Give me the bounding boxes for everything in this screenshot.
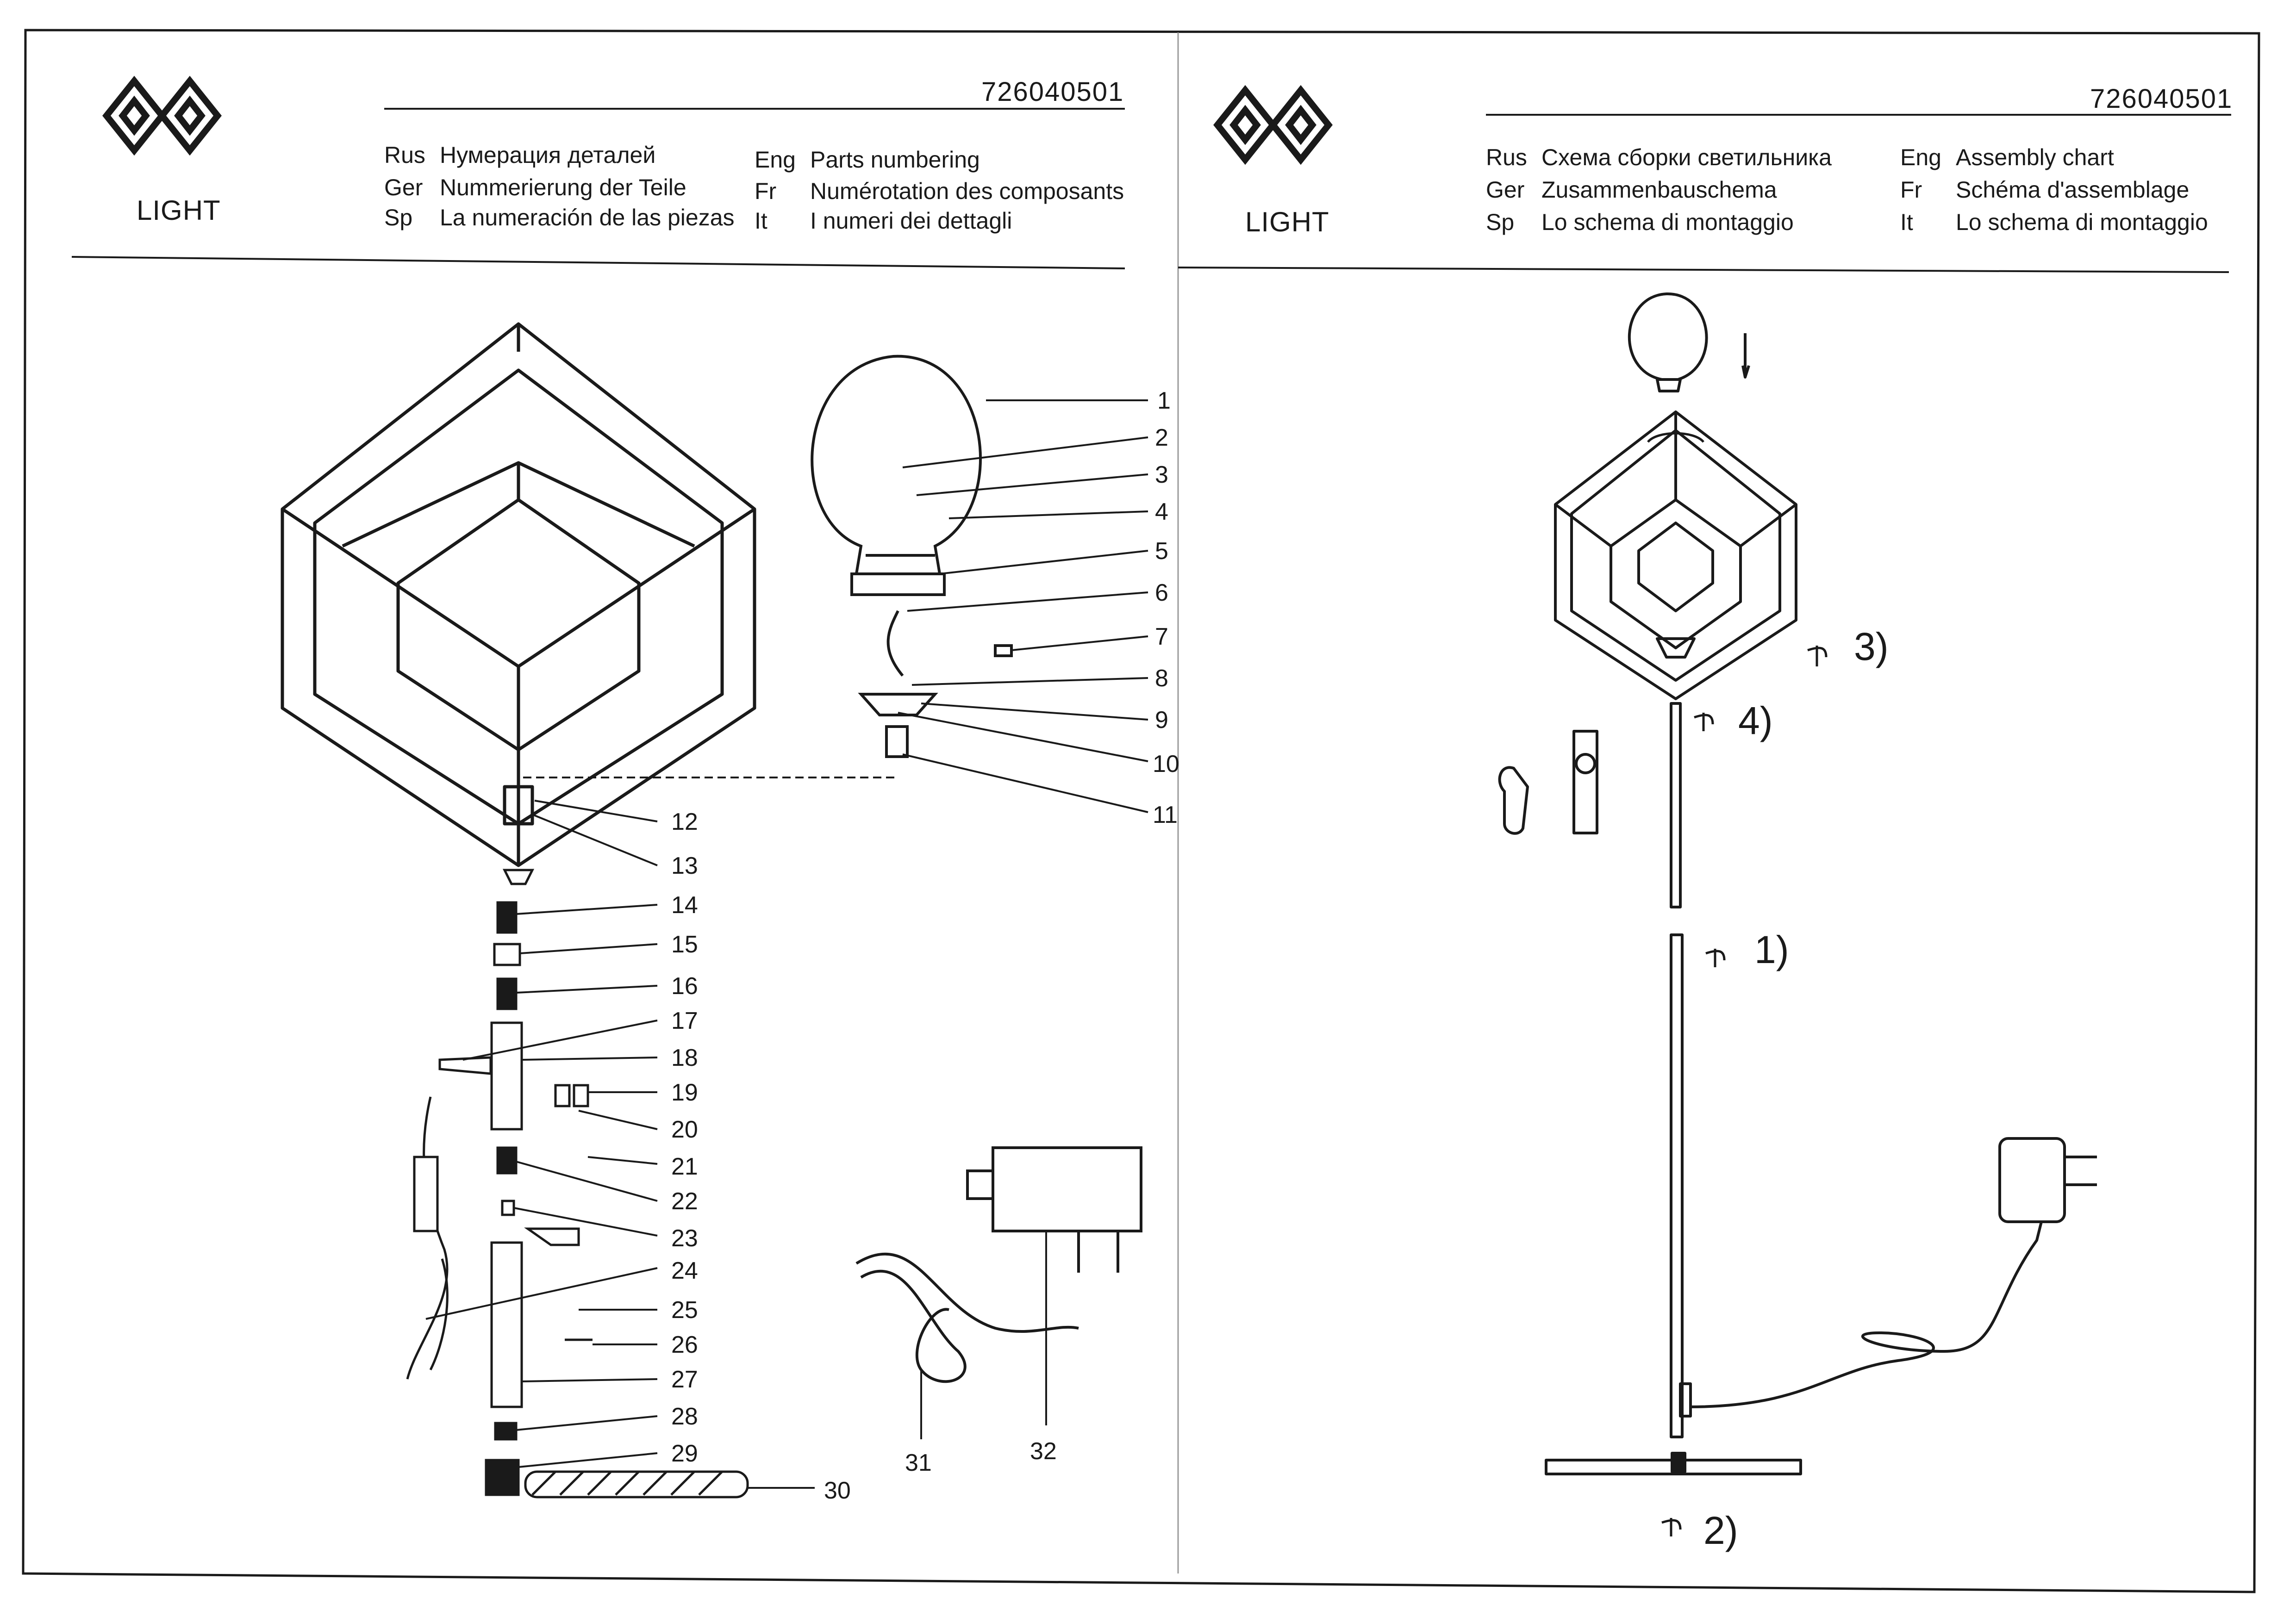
lang-code: Fr [1900,177,1922,203]
lang-text: Lo schema di montaggio [1541,209,1794,235]
callout-13: 13 [671,852,698,879]
lang-eng-right: Eng Assembly chart [1900,146,2114,169]
callout-27: 27 [671,1366,698,1393]
callout-24: 24 [671,1257,698,1284]
logo-text-right: LIGHT [1245,206,1329,237]
leader-lines [425,399,1148,1489]
lang-text: Нумерация деталей [440,142,656,168]
lang-code: Ger [1486,177,1525,203]
sheet-border [22,29,2260,1593]
callout-29: 29 [671,1440,698,1467]
callout-2: 2 [1155,424,1168,451]
lang-code: Eng [1900,144,1941,170]
callout-8: 8 [1155,665,1168,692]
callout-21: 21 [671,1153,698,1180]
lang-code: Sp [1486,209,1515,235]
callout-31: 31 [905,1449,932,1476]
callout-28: 28 [671,1403,698,1430]
lang-sp-left: Sp La numeración de las piezas [384,206,735,229]
lang-text: Parts numbering [810,147,980,173]
lang-it-left: It I numeri dei dettagli [755,209,1012,232]
lang-text: Numérotation des composants [810,178,1124,204]
step-4-label: 4) [1738,699,1773,742]
glass-shade-part [811,354,1013,758]
lang-code: Fr [755,178,777,204]
cord-and-switch [406,1096,449,1380]
lang-sp-right: Sp Lo schema di montaggio [1486,211,1794,234]
lang-rus-left: Rus Нумерация деталей [384,143,655,167]
lang-code: It [1900,209,1913,235]
exploded-stem-parts [438,869,749,1499]
lang-code: Rus [1486,144,1527,170]
logo-text-left: LIGHT [137,195,221,226]
lang-text: I numeri dei dettagli [810,208,1012,234]
lang-text: La numeración de las piezas [440,205,735,230]
step-3-label: 3) [1854,625,1889,668]
callout-22: 22 [671,1188,698,1215]
product-code-right: 726040501 [2090,84,2233,114]
lang-rus-right: Rus Схема сборки светильника [1486,146,1832,169]
lang-text: Assembly chart [1956,144,2114,170]
step-2-label: 2) [1703,1509,1738,1552]
rotation-arrows [1647,432,1828,1536]
lang-text: Схема сборки светильника [1541,144,1832,170]
lang-text: Nummerierung der Teile [440,174,686,200]
lang-ger-left: Ger Nummerierung der Teile [384,176,686,199]
lang-text: Lo schema di montaggio [1956,209,2208,235]
callout-26: 26 [671,1331,698,1358]
callout-12: 12 [671,808,698,835]
callout-20: 20 [671,1116,698,1143]
callout-18: 18 [671,1045,698,1071]
lang-code: It [755,208,767,234]
callout-15: 15 [671,931,698,958]
callout-5: 5 [1155,538,1168,565]
callout-32: 32 [1030,1438,1057,1465]
step-1-label: 1) [1754,928,1789,971]
power-adapter-part [855,1146,1142,1383]
mw-logo-right [1213,85,1333,165]
lang-ger-right: Ger Zusammenbauschema [1486,178,1777,201]
callout-25: 25 [671,1297,698,1324]
callout-6: 6 [1155,579,1168,606]
callout-14: 14 [671,892,698,919]
callout-10: 10 [1153,751,1179,777]
lang-code: Sp [384,205,413,230]
callout-17: 17 [671,1007,698,1034]
callout-30: 30 [824,1477,851,1504]
lang-it-right: It Lo schema di montaggio [1900,211,2208,234]
callout-9: 9 [1155,707,1168,734]
callout-1: 1 [1157,387,1171,414]
assembled-lamp [1498,292,2097,1475]
lang-text: Schéma d'assemblage [1956,177,2190,203]
product-code-left: 726040501 [981,77,1124,107]
callout-7: 7 [1155,623,1168,650]
callout-23: 23 [671,1225,698,1252]
header-rules [71,108,2231,273]
callout-3: 3 [1155,461,1168,488]
lang-fr-right: Fr Schéma d'assemblage [1900,178,2189,201]
callout-11: 11 [1153,802,1178,828]
lang-fr-left: Fr Numérotation des composants [755,180,1124,203]
lang-code: Rus [384,142,425,168]
mw-logo-left [102,75,222,156]
callout-19: 19 [671,1079,698,1106]
callout-4: 4 [1155,498,1168,525]
lang-text: Zusammenbauschema [1541,177,1777,203]
lang-eng-left: Eng Parts numbering [755,148,980,171]
lang-code: Eng [755,147,796,173]
callout-16: 16 [671,973,698,1000]
lang-code: Ger [384,174,423,200]
cube-frame-parts [281,322,756,867]
